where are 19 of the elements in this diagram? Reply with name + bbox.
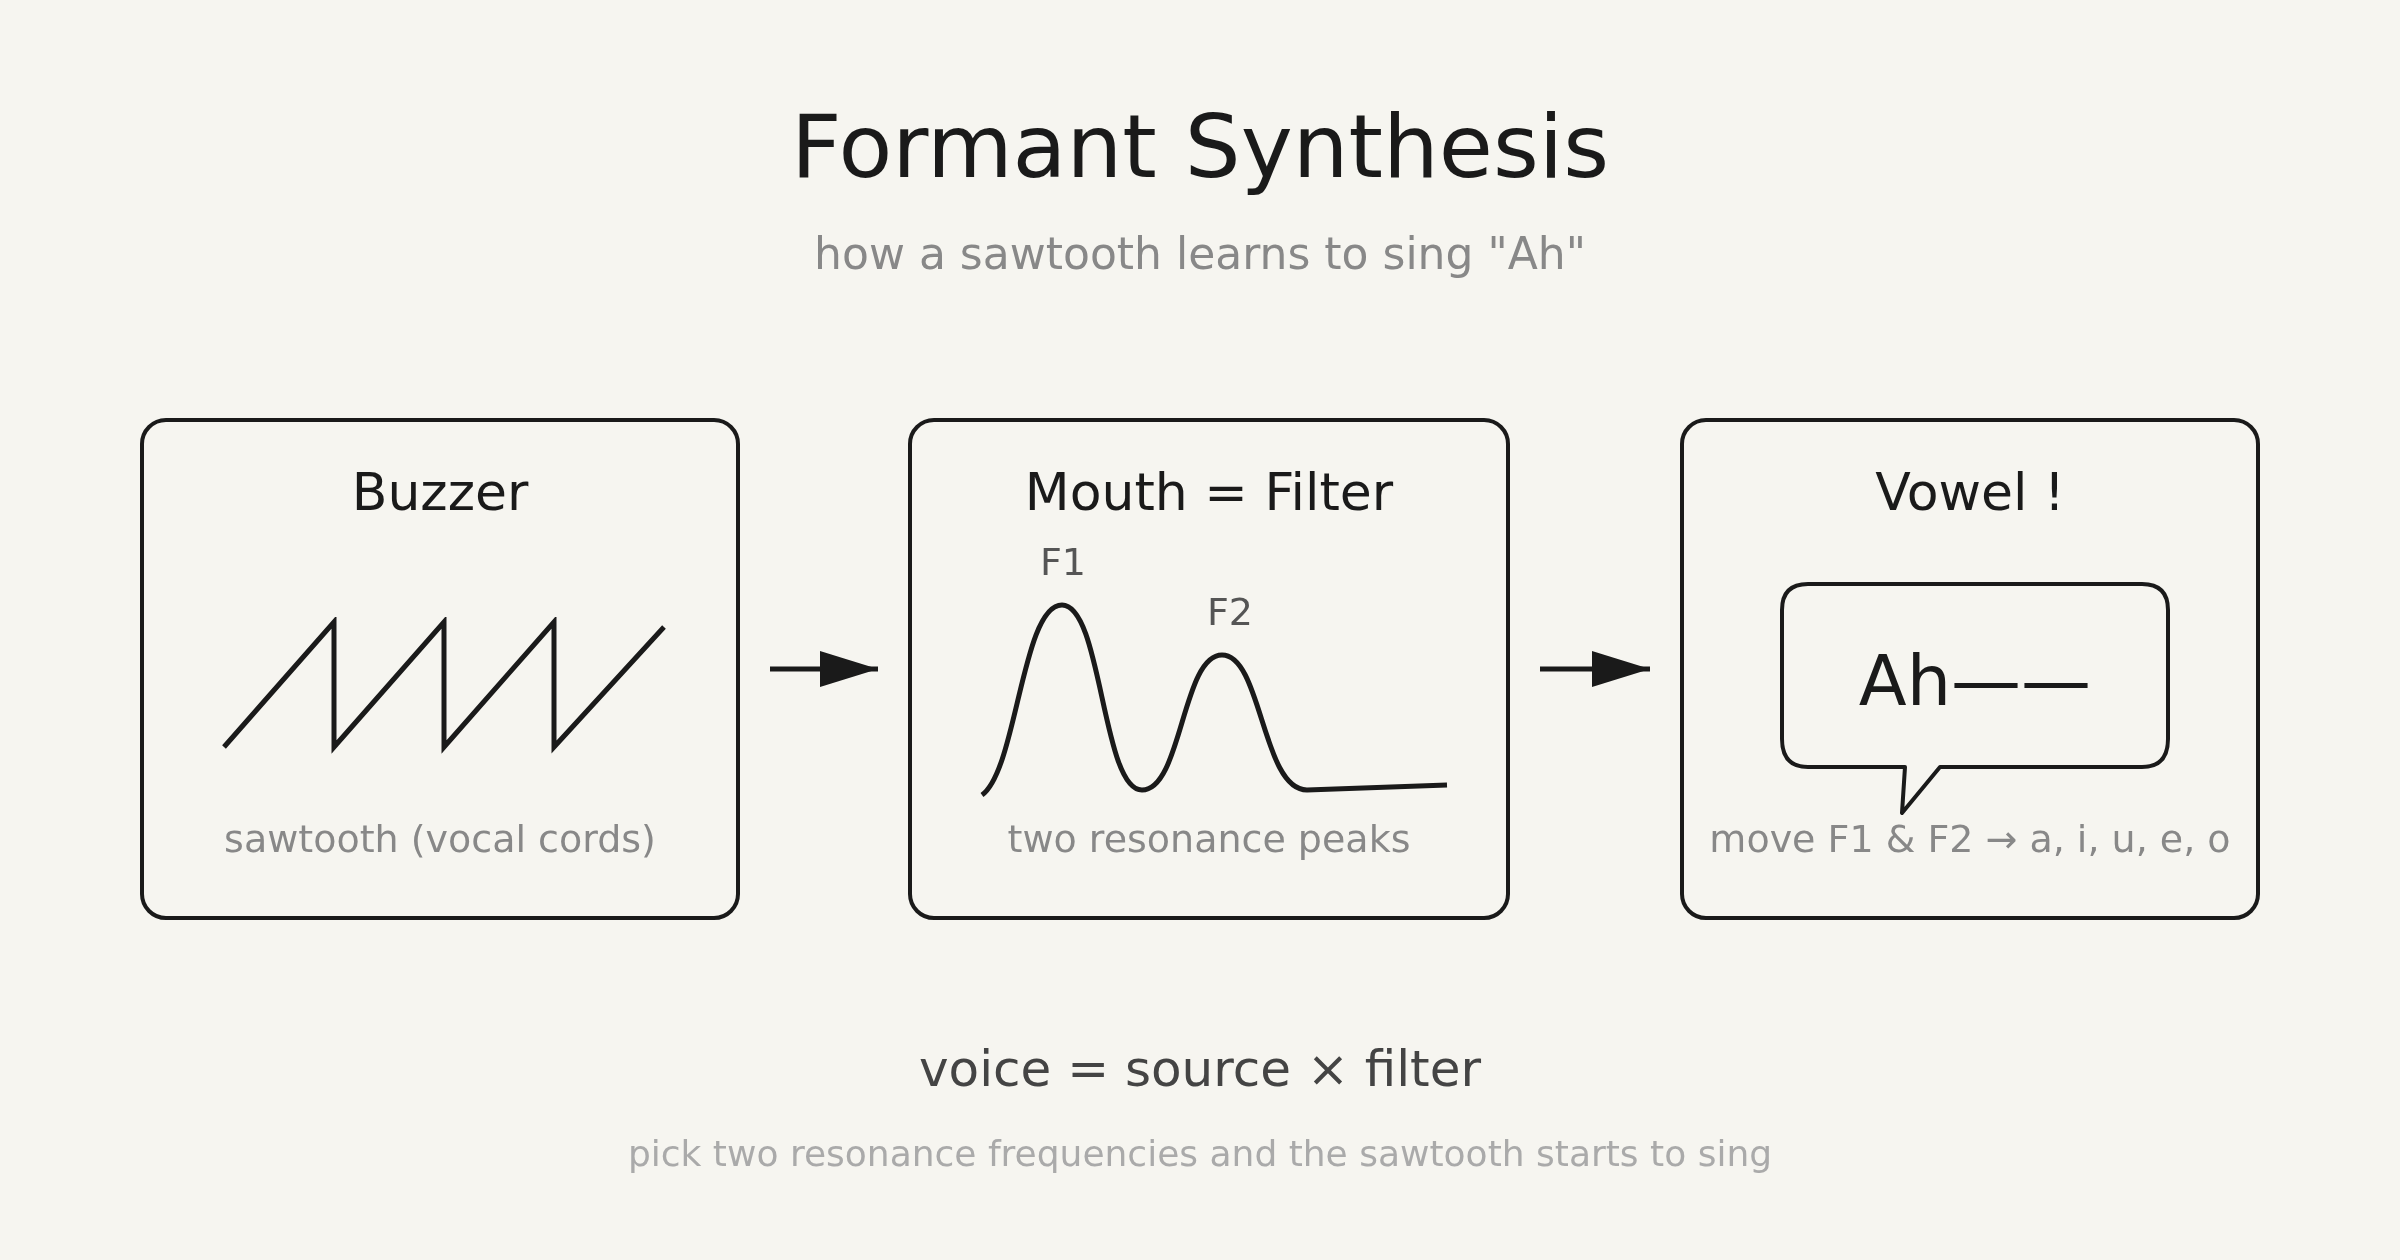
process-box <box>908 418 1510 920</box>
box-title: Vowel ! <box>1874 462 2066 522</box>
arrow <box>770 651 878 687</box>
bubble-text: Ah—— <box>1857 640 2093 722</box>
process-box <box>140 418 740 920</box>
peak-label: F1 <box>1040 540 1087 584</box>
subtitle: how a sawtooth learns to sing "Ah" <box>813 228 1587 279</box>
box-title: Mouth = Filter <box>1023 462 1395 522</box>
peak-label: F2 <box>1207 590 1254 634</box>
arrow <box>1540 651 1650 687</box>
diagram-title: Formant Synthesis <box>789 95 1611 198</box>
box-caption: sawtooth (vocal cords) <box>223 817 657 861</box>
footnote-text: pick two resonance frequencies and the sawtooth starts to sing <box>626 1133 1774 1174</box>
box-caption: move F1 & F2 → a, i, u, e, o <box>1708 817 2232 861</box>
process-box <box>1680 418 2260 920</box>
box-caption: two resonance peaks <box>1006 817 1412 861</box>
formula-text: voice = source × filter <box>917 1040 1482 1098</box>
box-title: Buzzer <box>350 462 530 522</box>
speech-bubble <box>1780 582 2170 817</box>
